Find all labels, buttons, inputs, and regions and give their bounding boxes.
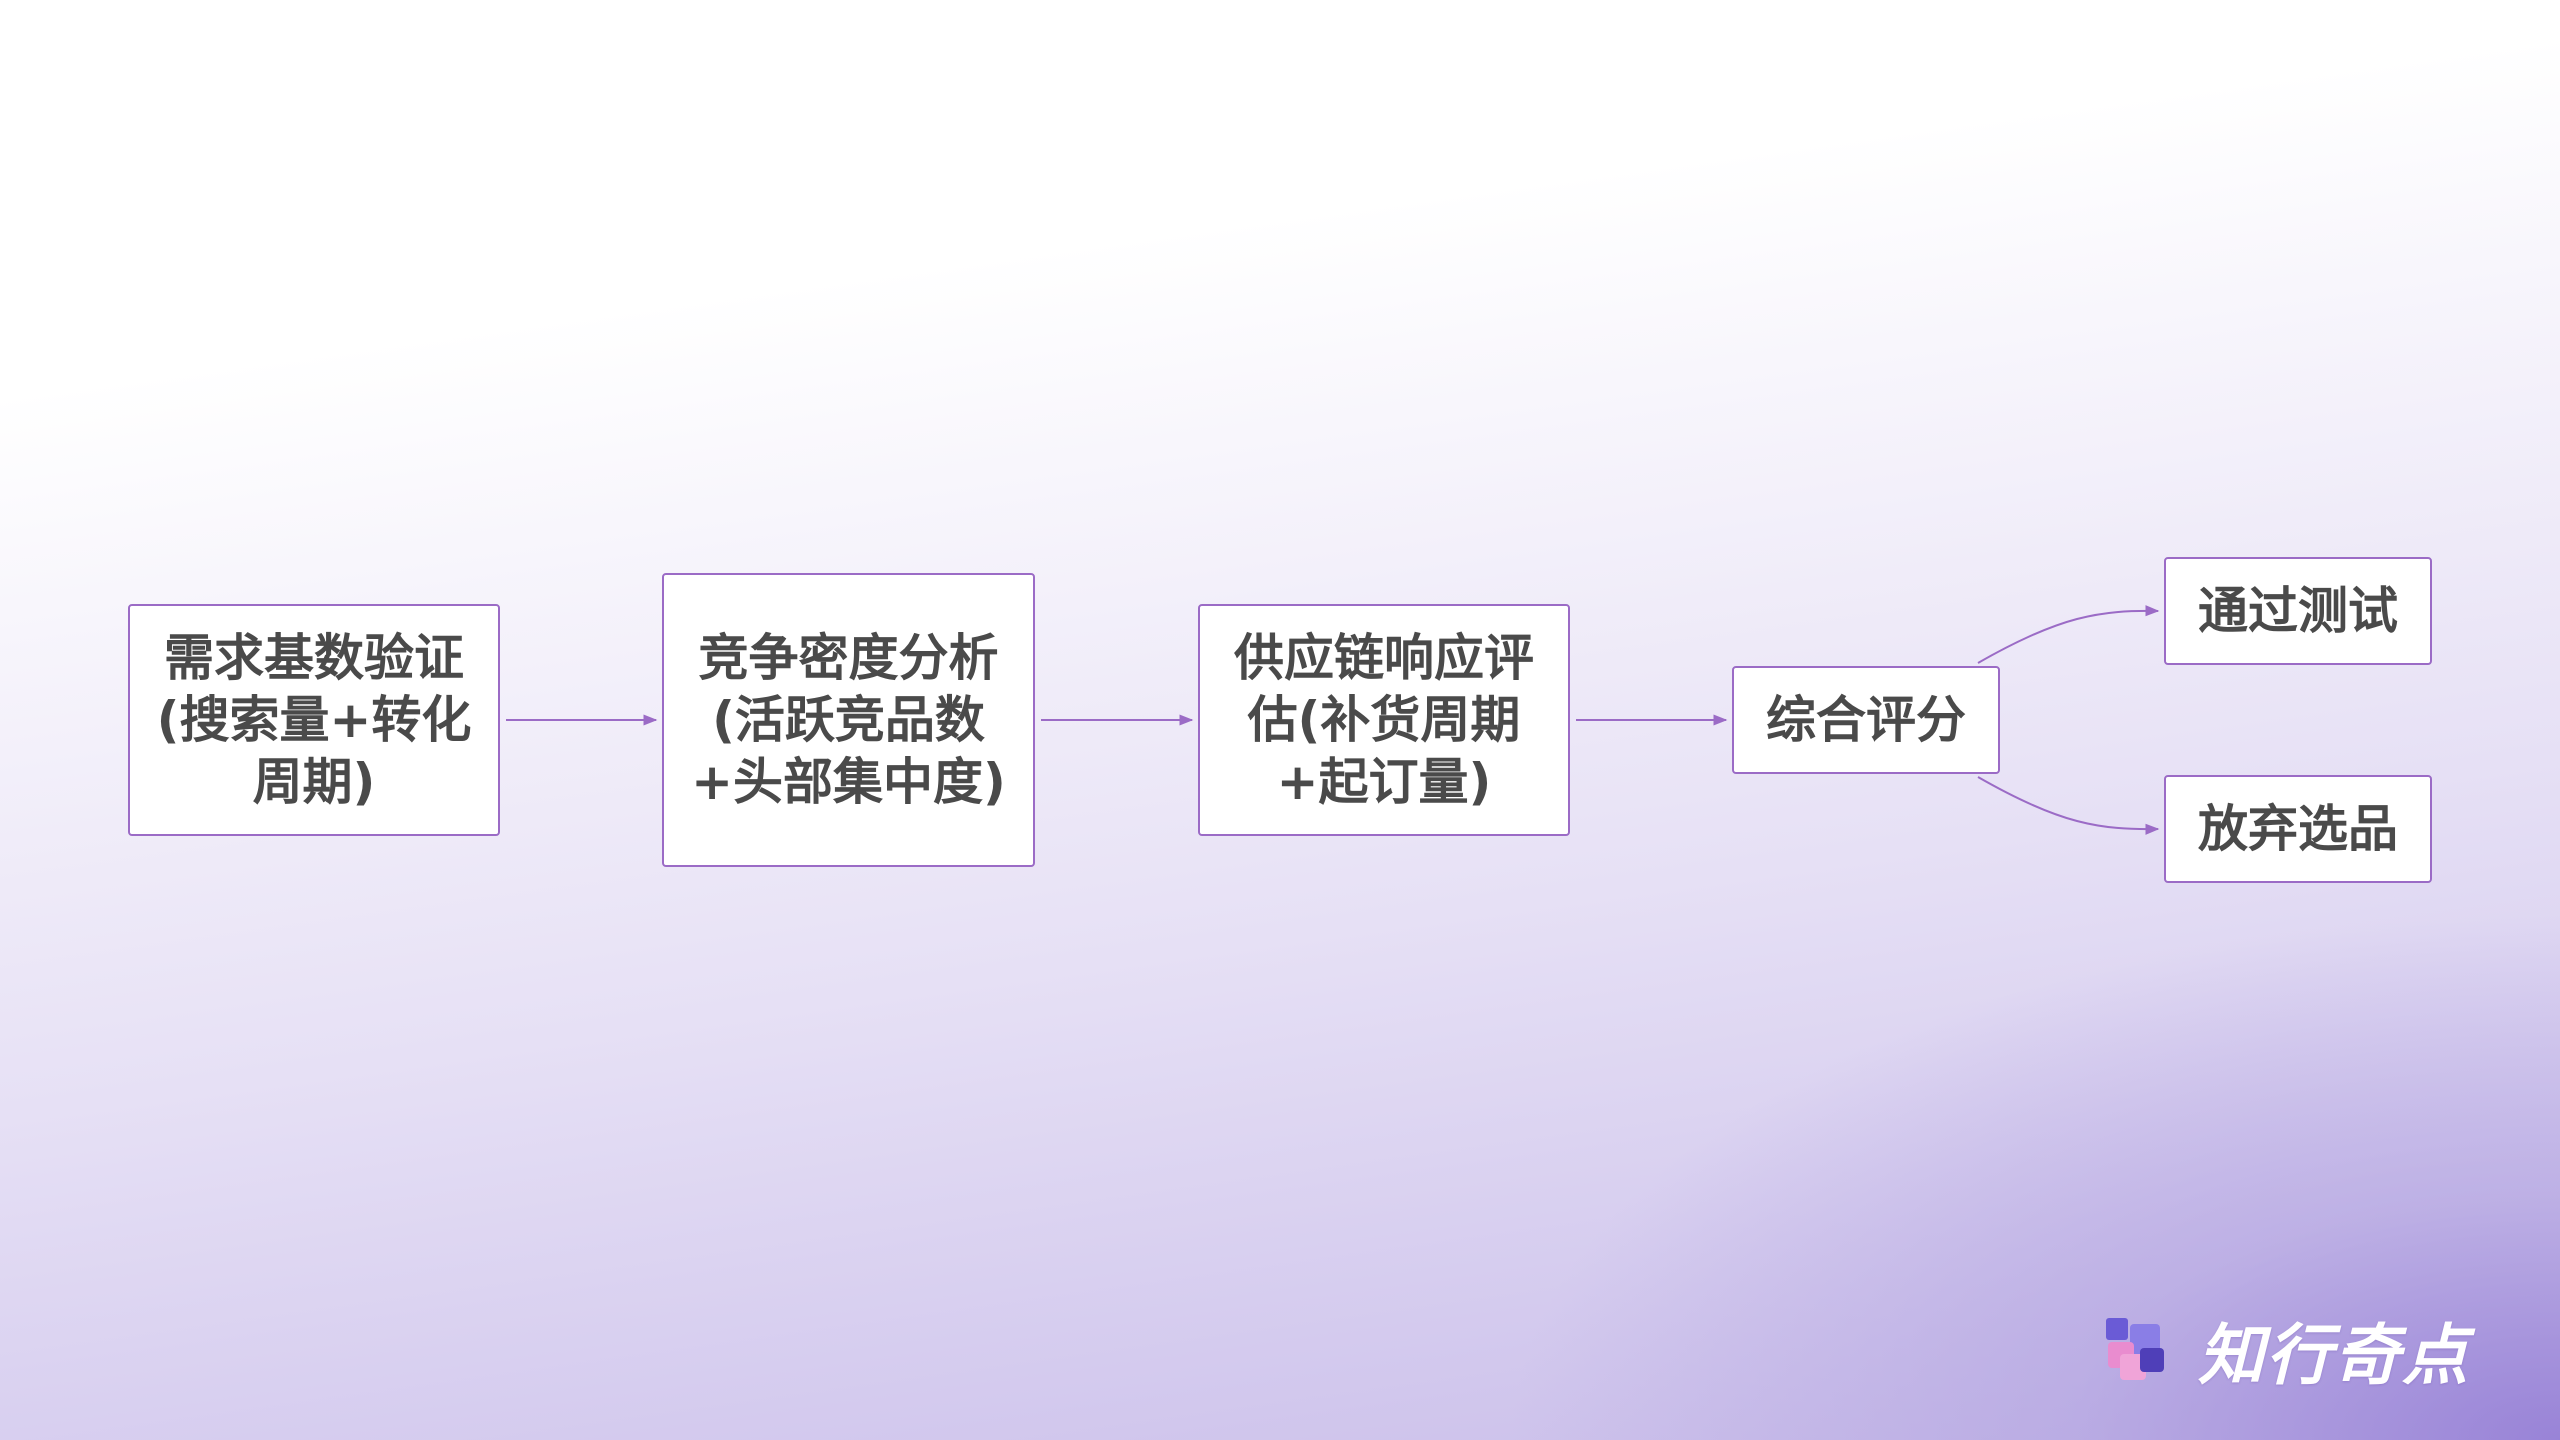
- stacked-squares-logo-icon: [2106, 1318, 2164, 1380]
- node-demand-validation-label: 需求基数验证(搜索量+转化周期): [156, 629, 472, 811]
- node-competition-density-label: 竞争密度分析(活跃竞品数+头部集中度): [691, 629, 1006, 811]
- node-pass-test-label: 通过测试: [2198, 582, 2398, 640]
- node-pass-test: 通过测试: [2164, 557, 2432, 665]
- brand-logo: 知行奇点: [2100, 1310, 2470, 1394]
- node-supply-chain-response: 供应链响应评估(补货周期+起订量): [1198, 604, 1570, 836]
- edge-n4-n6: [1977, 776, 2160, 835]
- node-abandon-selection-label: 放弃选品: [2198, 800, 2398, 858]
- edge-n4-n5: [1977, 605, 2160, 664]
- brand-logo-text: 知行奇点: [2198, 1317, 2470, 1394]
- node-competition-density: 竞争密度分析(活跃竞品数+头部集中度): [662, 573, 1035, 867]
- node-overall-score-label: 综合评分: [1766, 691, 1966, 749]
- node-demand-validation: 需求基数验证(搜索量+转化周期): [128, 604, 500, 836]
- node-overall-score: 综合评分: [1732, 666, 2000, 774]
- node-abandon-selection: 放弃选品: [2164, 775, 2432, 883]
- node-supply-chain-response-label: 供应链响应评估(补货周期+起订量): [1234, 629, 1534, 811]
